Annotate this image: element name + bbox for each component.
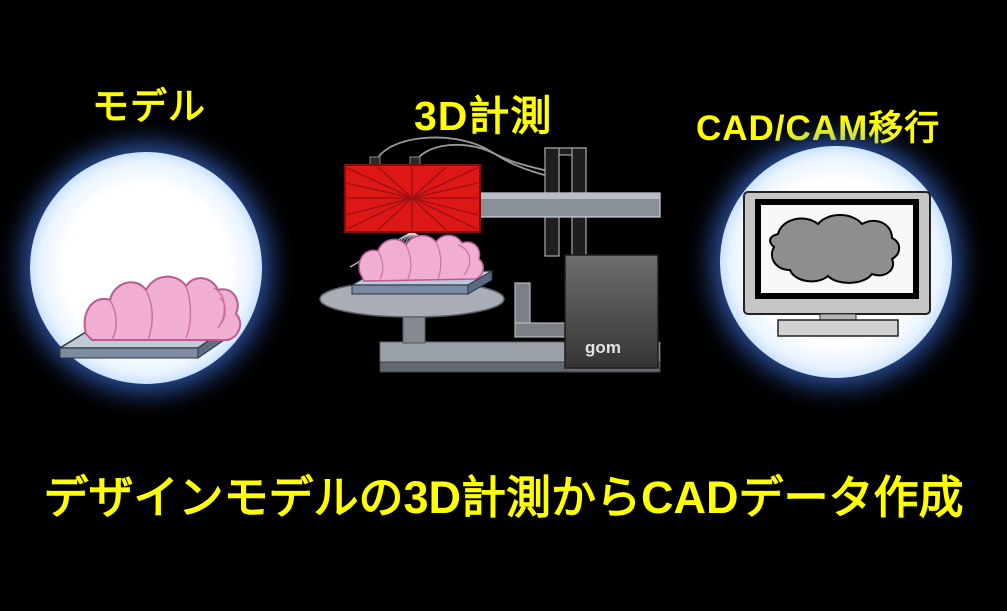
cad-surface-blob (769, 214, 901, 284)
scanner-illustration: gom (319, 136, 661, 373)
monitor-neck (819, 313, 857, 321)
machine-arm (477, 192, 661, 218)
model-photo-circle (30, 152, 262, 384)
monitor-base (777, 319, 899, 337)
machine-duct (514, 282, 568, 338)
label-cadcam-transfer: CAD/CAM移行 (696, 109, 941, 148)
scanner-cables (374, 136, 553, 178)
controller-box: gom (564, 254, 659, 369)
label-3d-measurement: 3D計測 (414, 93, 553, 139)
turntable-stem (402, 314, 426, 344)
scanner-machine: gom (300, 135, 670, 395)
brand-label: gom (585, 338, 621, 357)
clay-model (83, 275, 242, 341)
scanner-head (344, 156, 481, 233)
caption: デザインモデルの3D計測からCADデータ作成 (43, 472, 964, 523)
scanned-clay-model (358, 234, 484, 282)
cad-monitor-circle (720, 146, 952, 378)
cad-monitor-illustration (743, 191, 931, 337)
clay-model-illustration (57, 275, 242, 359)
label-model: モデル (92, 86, 206, 127)
